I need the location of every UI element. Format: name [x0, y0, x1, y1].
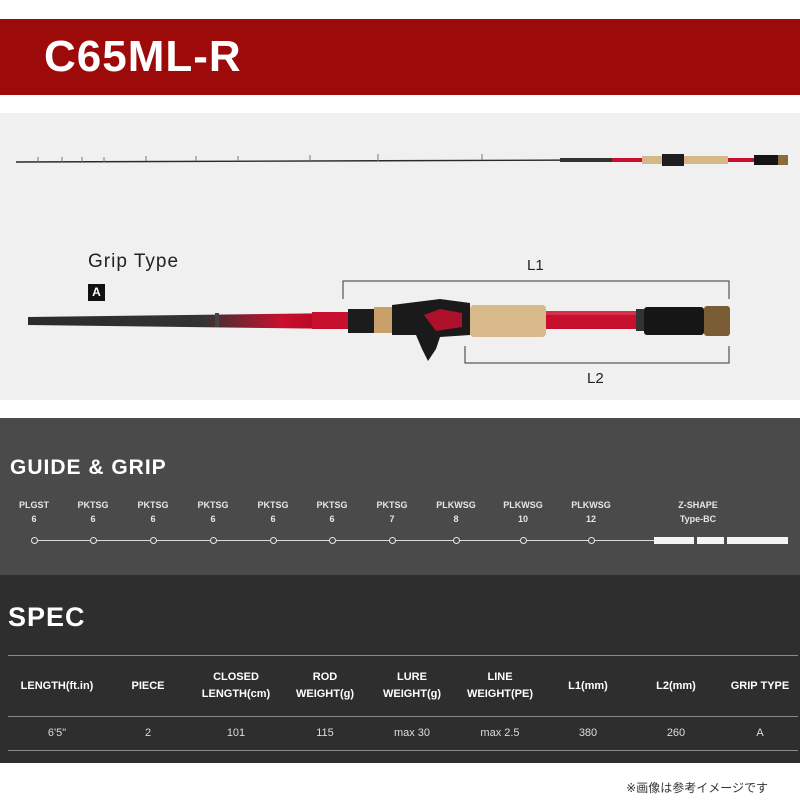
spec-value-line-weight: max 2.5: [480, 727, 520, 739]
spec-header-l1: L1(mm): [568, 679, 608, 692]
page-title: C65ML-R: [44, 32, 242, 81]
spec-rule-top: [8, 655, 798, 656]
guide-marker: [90, 537, 97, 544]
spec-section: SPEC LENGTH(ft.in) PIECE CLOSED LENGTH(c…: [0, 575, 800, 763]
product-image-panel: Grip Type A L1 L2: [0, 113, 800, 400]
spec-header-closed-length: CLOSED LENGTH(cm): [201, 671, 271, 700]
image-disclaimer: ※画像は参考イメージです: [626, 781, 768, 795]
guide-marker: [588, 537, 595, 544]
spec-header-grip-type: GRIP TYPE: [730, 679, 790, 692]
spec-value-lure-weight: max 30: [393, 727, 431, 739]
dimension-l1-label: L1: [527, 257, 544, 274]
spec-value-l1: 380: [578, 727, 598, 739]
spec-header-lure-weight: LURE WEIGHT(g): [382, 671, 442, 700]
guide-marker: [31, 537, 38, 544]
spec-section-title: SPEC: [8, 602, 86, 632]
guide-marker: [150, 537, 157, 544]
guide-marker: [520, 537, 527, 544]
spec-header-rod-weight: ROD WEIGHT(g): [295, 671, 355, 700]
guide-position-line: [32, 540, 654, 541]
spec-value-rod-weight: 115: [316, 727, 334, 739]
spec-header-line-weight: LINE WEIGHT(PE): [467, 671, 533, 700]
title-banner: C65ML-R: [0, 19, 800, 95]
grip-type-badge: A: [88, 284, 105, 301]
spec-rule-bottom: [8, 750, 798, 751]
spec-header-length: LENGTH(ft.in): [20, 679, 94, 692]
spec-value-grip-type: A: [756, 727, 764, 739]
guide-marker: [270, 537, 277, 544]
spec-header-piece: PIECE: [131, 679, 165, 692]
spec-value-closed-length: 101: [226, 727, 246, 739]
spec-value-length: 6'5": [47, 727, 67, 739]
guide-marker: [210, 537, 217, 544]
guide-marker: [389, 537, 396, 544]
grip-segment: [727, 537, 788, 544]
spec-rule-middle: [8, 716, 798, 717]
grip-type-label: Grip Type: [88, 251, 180, 272]
grip-segment: [697, 537, 724, 544]
rod-full-image: [15, 154, 788, 166]
grip-segment: [654, 537, 694, 544]
spec-value-l2: 260: [666, 727, 686, 739]
rod-grip-closeup-image: [28, 280, 730, 364]
dimension-l2-label: L2: [587, 370, 604, 387]
spec-value-piece: 2: [144, 727, 152, 739]
spec-header-l2: L2(mm): [656, 679, 696, 692]
guide-marker: [453, 537, 460, 544]
guide-marker: [329, 537, 336, 544]
guide-section-title: GUIDE & GRIP: [10, 456, 167, 479]
